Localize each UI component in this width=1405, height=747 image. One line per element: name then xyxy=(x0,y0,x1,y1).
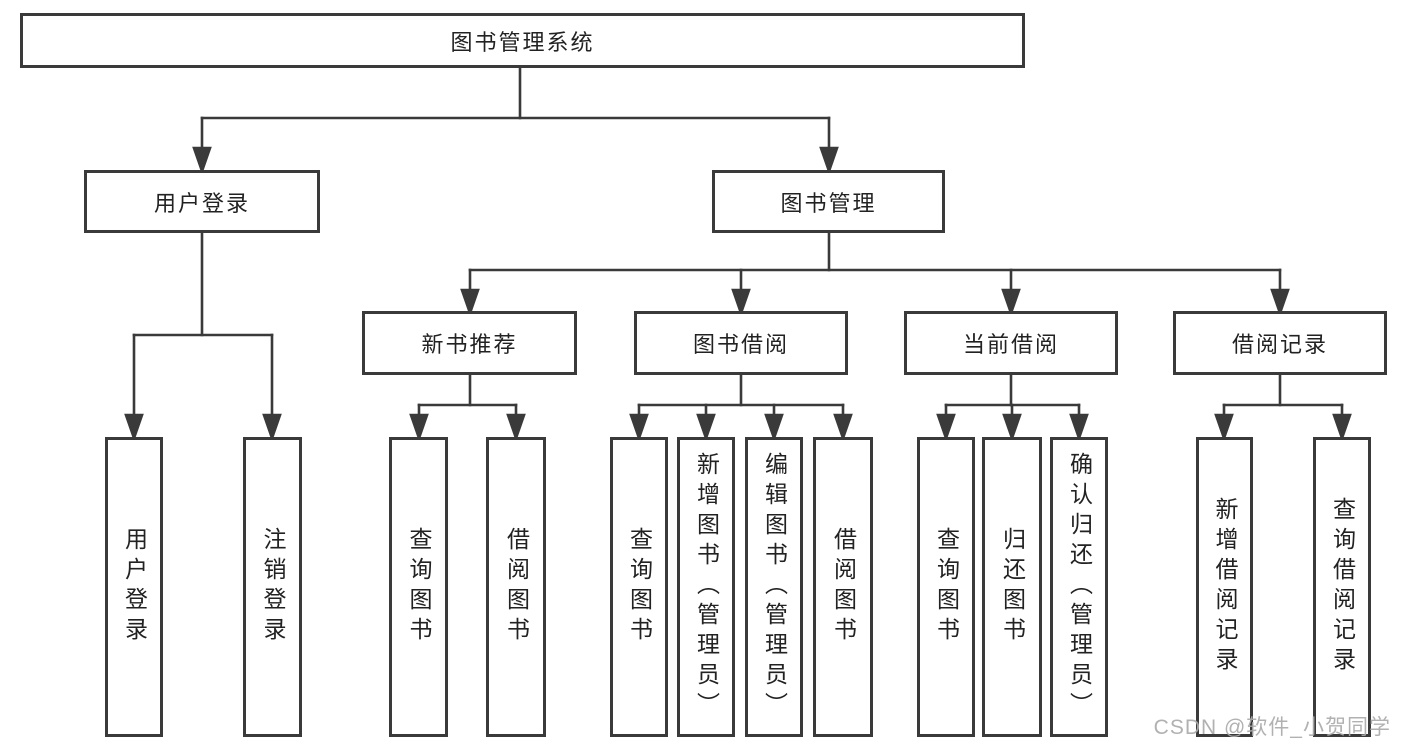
node-library-system: 图书管理系统 xyxy=(20,13,1025,68)
node-query-books-3-label: 查询图书 xyxy=(933,527,960,647)
connector-user-login-children xyxy=(124,230,282,442)
node-book-borrowing-label: 图书借阅 xyxy=(692,332,789,357)
connector-book-management-children xyxy=(460,230,1290,317)
node-add-borrow-record: 新增借阅记录 xyxy=(1196,437,1253,737)
node-borrow-records-label: 借阅记录 xyxy=(1231,332,1328,357)
node-add-book-admin-label: 新增图书（管理员） xyxy=(693,452,720,722)
node-logout-leaf-label: 注销登录 xyxy=(260,527,286,647)
node-return-books: 归还图书 xyxy=(982,437,1042,737)
node-user-login-leaf: 用户登录 xyxy=(105,437,163,737)
node-return-books-label: 归还图书 xyxy=(999,527,1026,647)
node-edit-book-admin: 编辑图书（管理员） xyxy=(745,437,803,737)
csdn-watermark: CSDN @软件_小贺同学 xyxy=(1153,716,1391,739)
node-borrow-books-2-label: 借阅图书 xyxy=(830,527,857,647)
node-borrow-records: 借阅记录 xyxy=(1173,311,1387,375)
node-query-books-1: 查询图书 xyxy=(389,437,448,737)
connector-book-borrowing-children xyxy=(629,372,853,442)
node-query-books-3: 查询图书 xyxy=(917,437,975,737)
node-new-book-recommend-label: 新书推荐 xyxy=(421,332,518,357)
node-query-borrow-record: 查询借阅记录 xyxy=(1313,437,1371,737)
connector-current-borrowing-children xyxy=(936,372,1089,442)
node-book-management: 图书管理 xyxy=(712,170,945,233)
node-borrow-books-1: 借阅图书 xyxy=(486,437,546,737)
node-edit-book-admin-label: 编辑图书（管理员） xyxy=(761,452,788,722)
connector-borrow-records-children xyxy=(1214,372,1352,442)
node-query-books-2-label: 查询图书 xyxy=(626,527,653,647)
connector-root-to-level2 xyxy=(192,65,839,175)
node-add-borrow-record-label: 新增借阅记录 xyxy=(1212,497,1238,677)
node-query-borrow-record-label: 查询借阅记录 xyxy=(1329,497,1356,677)
node-query-books-1-label: 查询图书 xyxy=(406,527,432,647)
node-user-login: 用户登录 xyxy=(84,170,320,233)
node-user-login-label: 用户登录 xyxy=(153,190,250,216)
node-borrow-books-1-label: 借阅图书 xyxy=(503,527,530,647)
node-confirm-return-admin: 确认归还（管理员） xyxy=(1050,437,1108,737)
node-add-book-admin: 新增图书（管理员） xyxy=(677,437,735,737)
node-borrow-books-2: 借阅图书 xyxy=(813,437,873,737)
node-book-borrowing: 图书借阅 xyxy=(634,311,848,375)
node-query-books-2: 查询图书 xyxy=(610,437,668,737)
node-user-login-leaf-label: 用户登录 xyxy=(121,527,148,647)
node-confirm-return-admin-label: 确认归还（管理员） xyxy=(1066,452,1093,722)
node-library-system-label: 图书管理系统 xyxy=(450,29,595,55)
node-current-borrowing: 当前借阅 xyxy=(904,311,1118,375)
node-current-borrowing-label: 当前借阅 xyxy=(962,332,1059,357)
node-book-management-label: 图书管理 xyxy=(780,190,877,216)
node-logout-leaf: 注销登录 xyxy=(243,437,302,737)
connector-new-book-recommend-children xyxy=(409,372,526,442)
node-new-book-recommend: 新书推荐 xyxy=(362,311,577,375)
